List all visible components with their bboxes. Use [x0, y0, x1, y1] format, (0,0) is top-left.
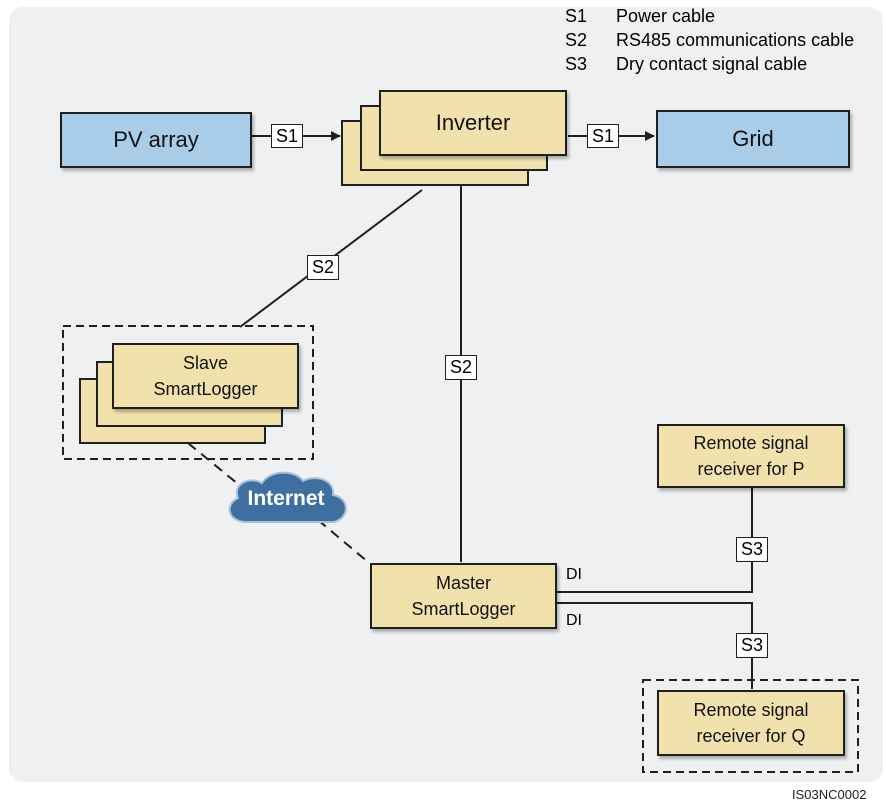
remote-receiver-q-node: Remote signal receiver for Q	[657, 690, 845, 756]
slave-group-dashed-frame	[62, 325, 314, 460]
grid-node: Grid	[656, 110, 850, 168]
cable-label-master-remote-q: S3	[736, 633, 768, 658]
master-label-line2: SmartLogger	[411, 599, 516, 619]
legend-desc-s1: Power cable	[616, 6, 716, 26]
master-label-line1: Master	[435, 573, 491, 593]
slave-label-line1: Slave	[182, 353, 229, 373]
remote-p-label-line2: receiver for P	[697, 459, 805, 479]
slave-smartlogger-node: Slave SmartLogger	[112, 343, 299, 409]
remote-receiver-p-node: Remote signal receiver for P	[657, 424, 845, 488]
legend-code-s1: S1	[565, 6, 588, 26]
cable-label-inverter-grid: S1	[587, 124, 619, 148]
di-port-upper: DI	[566, 566, 582, 583]
cable-label-pv-inverter: S1	[271, 124, 303, 148]
inverter-node: Inverter	[379, 90, 567, 156]
pv-array-label: PV array	[113, 127, 199, 152]
di-port-lower: DI	[566, 612, 582, 629]
pv-array-node: PV array	[60, 112, 252, 168]
internet-label: Internet	[247, 487, 325, 510]
remote-q-label-line1: Remote signal	[693, 700, 809, 720]
legend-code-s2: S2	[565, 30, 588, 50]
legend-code-s3: S3	[565, 54, 588, 74]
cable-label-inverter-master: S2	[445, 355, 477, 380]
remote-p-label-line1: Remote signal	[693, 433, 809, 453]
internet-link-slave	[187, 442, 239, 485]
inverter-label: Inverter	[435, 110, 511, 135]
slave-label-line2: SmartLogger	[153, 379, 258, 399]
remote-q-dashed-frame	[642, 679, 859, 773]
master-smartlogger-node: Master SmartLogger	[370, 563, 557, 629]
legend-desc-s3: Dry contact signal cable	[616, 54, 808, 74]
s3-line-master-remote-p	[557, 488, 753, 593]
remote-q-label-line2: receiver for Q	[696, 726, 806, 746]
internet-link-master	[317, 519, 369, 563]
legend-desc-s2: RS485 communications cable	[616, 30, 855, 50]
grid-label: Grid	[732, 126, 774, 151]
internet-cloud-icon	[228, 471, 347, 523]
s3-line-master-remote-q	[557, 602, 753, 689]
cable-label-master-remote-p: S3	[736, 537, 768, 562]
figure-id: IS03NC0002	[792, 787, 867, 802]
cable-label-inverter-slave: S2	[307, 255, 339, 280]
